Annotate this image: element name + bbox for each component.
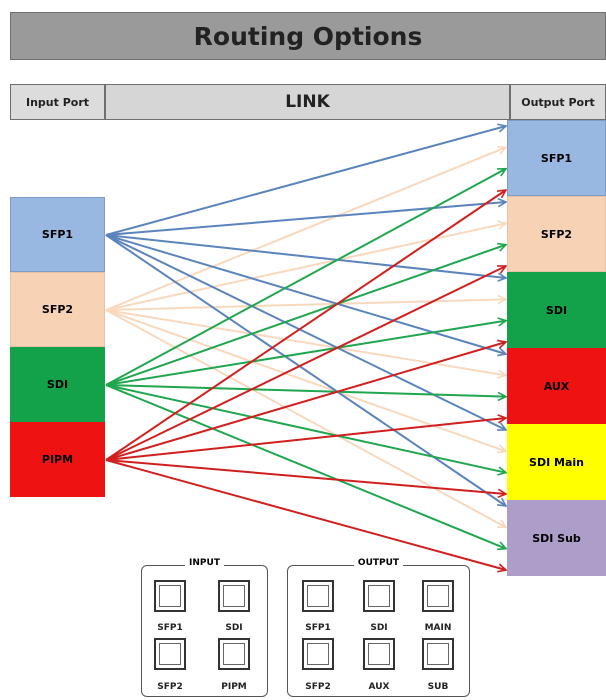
link-sfp1-to-sfp2: [105, 202, 506, 236]
link-sdi-to-aux: [105, 384, 506, 397]
output-port-sdi: SDI: [507, 272, 606, 348]
link-sfp2-to-aux: [105, 309, 506, 375]
output-sdi-button-label: SDI: [370, 623, 388, 633]
link-sdi-to-sfp2: [105, 245, 506, 386]
link-sdi-to-sdi-main: [105, 384, 506, 473]
output-aux-button[interactable]: [363, 638, 395, 670]
output-port-sdi-sub: SDI Sub: [507, 500, 606, 576]
link-sfp2-to-sfp2: [105, 223, 506, 311]
link-pipm-to-sdi: [105, 342, 506, 461]
output-sdi-button[interactable]: [363, 580, 395, 612]
link-sfp1-to-sdi: [105, 234, 506, 278]
input-sfp2-button-label: SFP2: [157, 682, 183, 692]
input-port-pipm: PIPM: [10, 422, 105, 497]
output-port-aux: AUX: [507, 348, 606, 424]
input-sfp1-button[interactable]: [154, 580, 186, 612]
input-sfp2-button[interactable]: [154, 638, 186, 670]
link-sfp1-to-sdi-sub: [105, 234, 506, 506]
output-port-label: SFP1: [540, 151, 573, 165]
input-port-label: PIPM: [41, 453, 74, 466]
link-pipm-to-sdi-sub: [105, 459, 506, 570]
input-panel: INPUT SFP1 SDI SFP2 PIPM: [141, 558, 268, 697]
link-pipm-to-sfp2: [105, 266, 506, 461]
input-port-sdi: SDI: [10, 347, 105, 422]
output-port-sfp2: SFP2: [507, 196, 606, 272]
output-port-sdi-main: SDI Main: [507, 424, 606, 500]
output-main-button-label: MAIN: [424, 623, 452, 633]
input-port-header: Input Port: [10, 84, 105, 120]
output-sfp1-button[interactable]: [302, 580, 334, 612]
link-header: LINK: [105, 84, 510, 120]
output-port-label: SFP2: [540, 227, 573, 241]
output-port-label: SDI: [545, 303, 568, 317]
input-port-sfp2: SFP2: [10, 272, 105, 347]
output-sfp2-button-label: SFP2: [305, 682, 331, 692]
link-sfp2-to-sdi: [105, 299, 506, 311]
link-sfp1-to-sfp1: [105, 126, 506, 236]
link-sdi-to-sfp1: [105, 167, 506, 386]
output-panel: OUTPUT SFP1 SDI MAIN SFP2 AUX SUB: [287, 558, 470, 697]
output-main-button[interactable]: [422, 580, 454, 612]
link-sfp2-to-sdi-main: [105, 309, 506, 451]
page-title: Routing Options: [10, 12, 606, 60]
input-panel-title: INPUT: [185, 558, 224, 568]
link-pipm-to-sfp1: [105, 190, 506, 461]
link-sdi-to-sdi: [105, 321, 506, 386]
input-port-sfp1: SFP1: [10, 197, 105, 272]
link-pipm-to-sdi-main: [105, 459, 506, 494]
input-port-label: SFP2: [41, 303, 74, 316]
input-port-label: SDI: [46, 378, 69, 391]
input-sfp1-button-label: SFP1: [157, 623, 183, 633]
link-sfp1-to-aux: [105, 234, 506, 354]
input-pipm-button-label: PIPM: [221, 682, 247, 692]
link-sfp1-to-sdi-main: [105, 234, 506, 431]
output-sfp2-button[interactable]: [302, 638, 334, 670]
link-sfp2-to-sfp1: [105, 147, 506, 311]
link-sdi-to-sdi-sub: [105, 384, 506, 549]
output-port-label: AUX: [543, 379, 570, 393]
output-port-label: SDI Main: [529, 455, 584, 469]
link-pipm-to-aux: [105, 418, 506, 461]
input-sdi-button-label: SDI: [225, 623, 243, 633]
input-port-label: SFP1: [41, 228, 74, 241]
output-aux-button-label: AUX: [368, 682, 390, 692]
output-sub-button-label: SUB: [427, 682, 449, 692]
output-port-label: SDI Sub: [532, 531, 581, 545]
output-port-sfp1: SFP1: [507, 120, 606, 196]
input-pipm-button[interactable]: [218, 638, 250, 670]
output-sfp1-button-label: SFP1: [305, 623, 331, 633]
link-sfp2-to-sdi-sub: [105, 309, 506, 529]
input-sdi-button[interactable]: [218, 580, 250, 612]
output-sub-button[interactable]: [422, 638, 454, 670]
output-panel-title: OUTPUT: [353, 558, 404, 568]
